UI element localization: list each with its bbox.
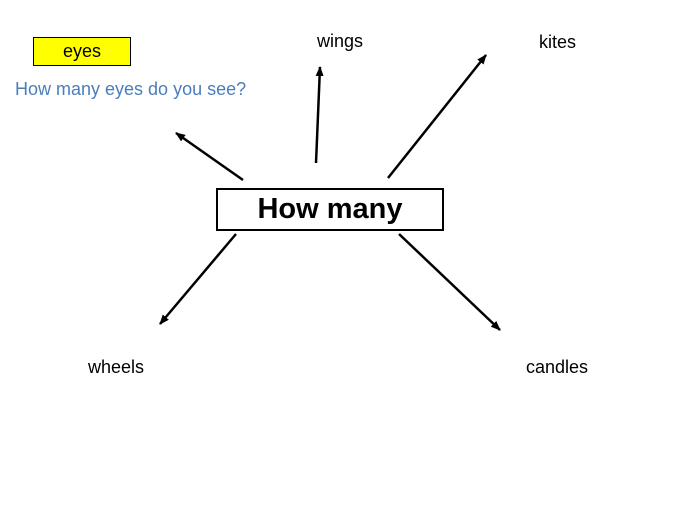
- eyes-label: eyes: [62, 41, 102, 61]
- arrow-to-wings: [314, 66, 324, 164]
- arrow-to-eyes: [175, 131, 244, 182]
- eyes-highlight-box: eyes: [33, 37, 131, 66]
- branch-label-candles: candles: [526, 357, 589, 377]
- arrow-to-wheels: [159, 233, 237, 325]
- arrow-to-kites: [387, 54, 487, 179]
- center-label: How many: [257, 193, 403, 225]
- branch-label-wings: wings: [317, 31, 364, 51]
- center-node: How many: [216, 188, 444, 231]
- branch-label-wheels: wheels: [88, 357, 145, 377]
- arrow-to-candles: [398, 233, 501, 331]
- branch-label-kites: kites: [539, 32, 577, 52]
- question-text: How many eyes do you see?: [15, 79, 247, 99]
